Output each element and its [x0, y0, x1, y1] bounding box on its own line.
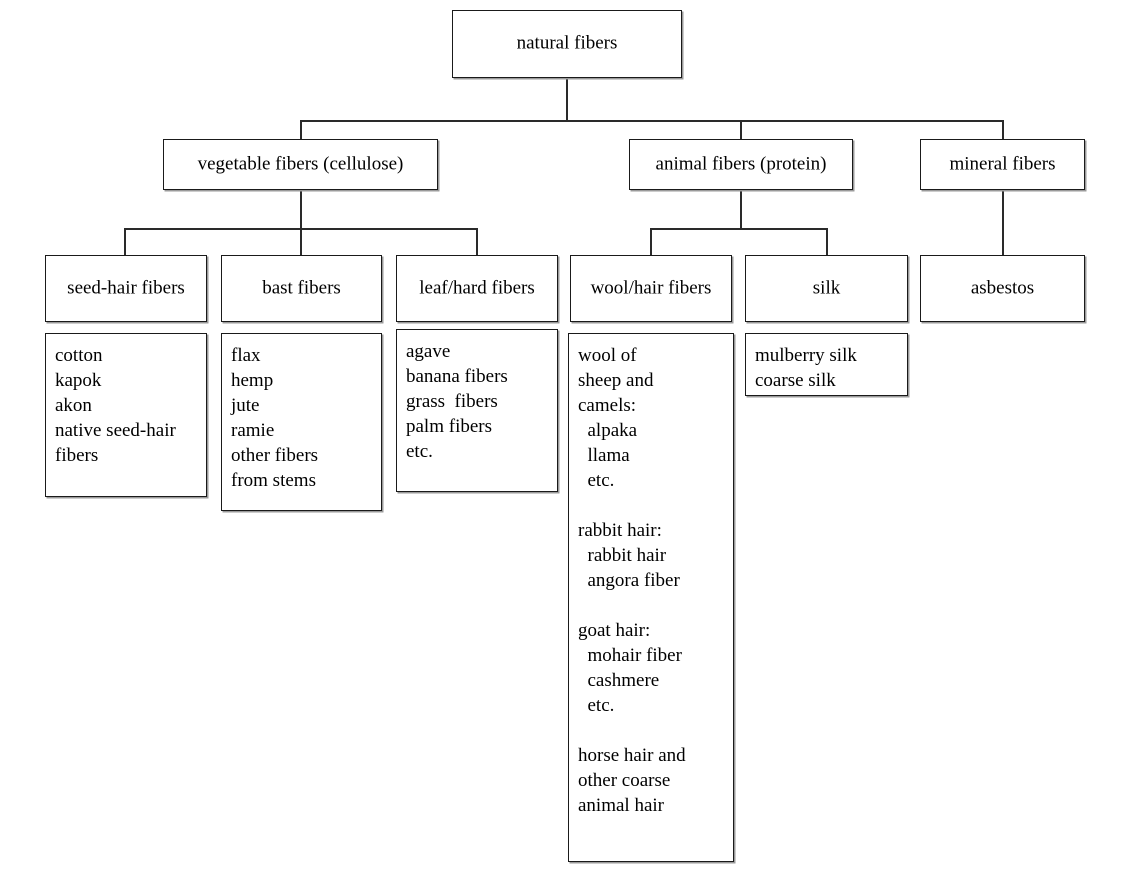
list-item: other fibers	[231, 445, 319, 466]
list-item: mohair fiber	[578, 645, 682, 666]
list-item: angora fiber	[578, 570, 680, 591]
list-wool-hair-fibers[interactable]: wool of sheep and camels: alpaka llama etc…	[568, 333, 734, 862]
list-item: alpaka	[578, 420, 638, 441]
node-vegetable-fibers-label: vegetable fibers (cellulose)	[197, 153, 404, 175]
node-bast-fibers[interactable]: bast fibers	[221, 255, 382, 322]
connector-drop-vegetable	[300, 120, 302, 139]
list-item: jute	[231, 395, 260, 416]
node-seed-hair-fibers[interactable]: seed-hair fibers	[45, 255, 207, 322]
node-animal-fibers[interactable]: animal fibers (protein)	[629, 139, 853, 190]
node-animal-fibers-label: animal fibers (protein)	[655, 153, 827, 175]
connector-drop-seed-hair	[124, 228, 126, 255]
node-mineral-fibers[interactable]: mineral fibers	[920, 139, 1085, 190]
connector-drop-bast	[300, 228, 302, 255]
list-item: sheep and	[578, 370, 654, 391]
connector-drop-silk	[826, 228, 828, 255]
list-item	[578, 593, 733, 618]
list-item: native seed-hair	[55, 420, 176, 441]
list-item: rabbit hair	[578, 545, 667, 566]
list-item: agave	[406, 341, 451, 362]
node-natural-fibers[interactable]: natural fibers	[452, 10, 682, 78]
connector-root-stem	[566, 78, 568, 120]
list-item: kapok	[55, 370, 102, 391]
list-item: llama	[578, 445, 630, 466]
node-leaf-hard-fibers[interactable]: leaf/hard fibers	[396, 255, 558, 322]
connector-vegetable-stem	[300, 190, 302, 228]
list-item: palm fibers	[406, 416, 493, 437]
list-item: cashmere	[578, 670, 660, 691]
connector-drop-leaf-hard	[476, 228, 478, 255]
node-mineral-fibers-label: mineral fibers	[949, 153, 1056, 175]
list-item: flax	[231, 345, 261, 366]
list-item: wool of	[578, 345, 637, 366]
connector-drop-animal	[740, 120, 742, 139]
list-item	[578, 718, 733, 743]
list-item: other coarse	[578, 770, 671, 791]
list-item: banana fibers	[406, 366, 508, 387]
list-item: horse hair and	[578, 745, 686, 766]
node-leaf-hard-fibers-label: leaf/hard fibers	[419, 277, 535, 299]
connector-mineral-to-asbestos	[1002, 190, 1004, 255]
list-item: mulberry silk	[755, 345, 857, 366]
connector-drop-wool-hair	[650, 228, 652, 255]
node-natural-fibers-label: natural fibers	[516, 32, 618, 54]
node-bast-fibers-label: bast fibers	[262, 277, 341, 299]
list-item: animal hair	[578, 795, 664, 816]
list-leaf-hard-fibers[interactable]: agave banana fibers grass fibers palm fiber…	[396, 329, 558, 492]
list-silk[interactable]: mulberry silk coarse silk	[745, 333, 908, 396]
list-item: etc.	[578, 470, 615, 491]
node-seed-hair-fibers-label: seed-hair fibers	[67, 277, 185, 299]
connector-level2-bus	[300, 120, 1004, 122]
node-silk[interactable]: silk	[745, 255, 908, 322]
list-item: etc.	[406, 441, 433, 462]
list-item: hemp	[231, 370, 274, 391]
list-bast-fibers[interactable]: flax hemp jute ramie other fibers from stems	[221, 333, 382, 511]
list-item: etc.	[578, 695, 615, 716]
list-item: grass fibers	[406, 391, 498, 412]
list-item: rabbit hair:	[578, 520, 662, 541]
connector-drop-mineral	[1002, 120, 1004, 139]
list-item: from stems	[231, 470, 316, 491]
list-seed-hair-fibers[interactable]: cotton kapok akon native seed-hair fibers	[45, 333, 207, 497]
connector-animal-bus	[650, 228, 828, 230]
list-item: goat hair:	[578, 620, 651, 641]
list-item: ramie	[231, 420, 275, 441]
node-vegetable-fibers[interactable]: vegetable fibers (cellulose)	[163, 139, 438, 190]
node-wool-hair-fibers-label: wool/hair fibers	[590, 277, 712, 299]
list-item	[578, 493, 733, 518]
node-asbestos-label: asbestos	[970, 277, 1035, 299]
list-item: coarse silk	[755, 370, 836, 391]
node-asbestos[interactable]: asbestos	[920, 255, 1085, 322]
list-item: cotton	[55, 345, 103, 366]
list-item: akon	[55, 395, 92, 416]
connector-animal-stem	[740, 190, 742, 228]
node-silk-label: silk	[812, 277, 841, 299]
node-wool-hair-fibers[interactable]: wool/hair fibers	[570, 255, 732, 322]
list-item: fibers	[55, 445, 99, 466]
list-item: camels:	[578, 395, 637, 416]
